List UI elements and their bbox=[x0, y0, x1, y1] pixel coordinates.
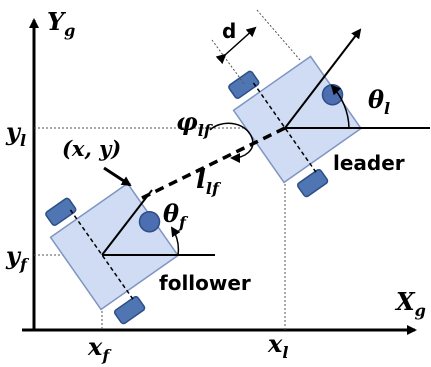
d-label: d bbox=[222, 19, 236, 43]
y-follower-label: yf bbox=[5, 241, 30, 274]
x-axis-label: Xg bbox=[394, 287, 426, 320]
phi-lf-arc bbox=[209, 122, 254, 163]
follower-wheel-left bbox=[45, 197, 77, 226]
point-label: (x, y) bbox=[62, 136, 121, 161]
theta-l-arc bbox=[330, 84, 350, 129]
y-leader-label: yl bbox=[5, 117, 26, 150]
follower-robot bbox=[45, 182, 180, 325]
theta-f-label: θf bbox=[163, 199, 189, 232]
y-axis-label: Yg bbox=[47, 7, 75, 40]
phi-lf-label: φlf bbox=[176, 107, 214, 140]
leader-wheel-right bbox=[296, 168, 329, 198]
follower-axle-line bbox=[69, 209, 135, 301]
theta-l-label: θl bbox=[368, 85, 390, 118]
leader-heading-line bbox=[284, 28, 362, 129]
point-arrow bbox=[103, 166, 132, 187]
leader-wheel-left bbox=[228, 70, 260, 99]
follower-marker bbox=[138, 210, 161, 233]
follower-wheel-right bbox=[113, 295, 146, 325]
theta-f-arc bbox=[170, 226, 181, 256]
leader-robot bbox=[228, 55, 363, 198]
connection-line bbox=[141, 126, 286, 200]
d-extension-1 bbox=[256, 9, 301, 61]
follower-label: follower bbox=[159, 271, 251, 295]
leader-axle-line bbox=[252, 82, 318, 174]
x-leader-label: xl bbox=[267, 329, 288, 362]
l-lf-label: llf bbox=[196, 165, 222, 198]
follower-heading-line bbox=[101, 189, 153, 256]
x-follower-label: xf bbox=[87, 332, 112, 365]
d-dimension-line bbox=[215, 26, 257, 65]
leader-label: leader bbox=[333, 151, 405, 175]
